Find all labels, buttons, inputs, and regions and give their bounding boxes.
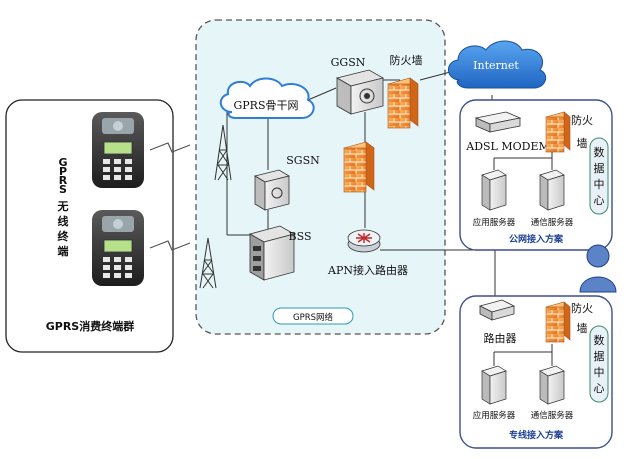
data-center-badge: 数 据 中 心	[589, 325, 609, 403]
network-firewall-label: 防火墙	[390, 53, 423, 67]
private-firewall-label-1: 防火	[571, 301, 593, 315]
public-app-server-label: 应用服务器	[473, 217, 516, 228]
cell-tower-icon	[199, 237, 217, 289]
internet-label: Internet	[473, 59, 519, 72]
private-app-server-label: 应用服务器	[473, 410, 516, 421]
cell-tower-icon	[214, 124, 232, 181]
svg-text:P: P	[59, 165, 67, 178]
server-icon	[481, 169, 507, 211]
user-icon	[579, 244, 617, 293]
apn-router-label: APN接入路由器	[327, 263, 408, 277]
svg-text:无: 无	[57, 200, 69, 213]
private-firewall-label-2: 墙	[577, 321, 588, 335]
bss-label: BSS	[289, 230, 312, 243]
public-comm-server-label: 通信服务器	[531, 217, 574, 228]
public-firewall-label-2: 墙	[577, 136, 588, 150]
modem-label: ADSL MODEM	[465, 140, 550, 153]
sgsn-label: SGSN	[286, 154, 320, 167]
public-access-panel	[459, 99, 613, 251]
svg-text:线: 线	[58, 214, 69, 228]
private-access-title: 专线接入方案	[509, 429, 564, 441]
terminal-group-label: GPRS消费终端群	[46, 319, 134, 333]
sgsn-server-icon	[253, 169, 291, 211]
ggsn-label: GGSN	[331, 56, 366, 69]
ggsn-server-icon	[335, 69, 385, 115]
pos-terminal-icon	[92, 112, 144, 188]
svg-text:据: 据	[594, 349, 605, 363]
public-firewall-label-1: 防火	[571, 113, 593, 127]
bss-server-icon	[248, 225, 296, 281]
gprs-network-region	[195, 19, 446, 335]
svg-text:心: 心	[594, 382, 605, 395]
server-icon	[539, 365, 565, 405]
gprs-network-label: GPRS网络	[272, 307, 354, 325]
svg-text:G: G	[58, 156, 67, 169]
data-center-badge: 数 据 中 心	[589, 137, 609, 215]
private-comm-server-label: 通信服务器	[531, 410, 574, 421]
svg-text:中: 中	[594, 366, 605, 379]
router-icon	[347, 229, 381, 253]
cloud-icon	[448, 40, 547, 89]
terminal-vertical-label: G P R S 无 线 终 端	[57, 156, 70, 258]
public-access-title: 公网接入方案	[509, 233, 564, 245]
wireless-signal-icon	[149, 240, 191, 251]
firewall-icon	[545, 301, 571, 343]
private-access-panel	[459, 295, 613, 449]
terminal-group-panel: GPRS消费终端群 G P R S 无 线 终 端	[5, 99, 174, 353]
server-icon	[481, 365, 507, 405]
backbone-label: GPRS骨干网	[233, 99, 298, 112]
firewall-icon	[343, 141, 375, 193]
svg-text:数: 数	[594, 334, 605, 347]
svg-text:数: 数	[594, 146, 605, 159]
svg-text:GPRS网络: GPRS网络	[293, 312, 334, 323]
pos-terminal-icon	[92, 210, 144, 286]
svg-text:据: 据	[594, 161, 605, 175]
svg-text:R: R	[59, 174, 68, 187]
firewall-icon	[387, 77, 419, 129]
svg-text:S: S	[59, 183, 67, 196]
cloud-icon	[219, 77, 315, 119]
svg-text:心: 心	[594, 194, 605, 207]
firewall-icon	[545, 111, 571, 153]
svg-text:终: 终	[58, 229, 70, 243]
svg-text:端: 端	[58, 244, 69, 258]
svg-text:中: 中	[594, 178, 605, 191]
router-icon	[478, 299, 516, 321]
router-label: 路由器	[484, 331, 517, 345]
wireless-signal-icon	[149, 142, 191, 153]
server-icon	[539, 169, 565, 211]
modem-icon	[474, 111, 522, 133]
